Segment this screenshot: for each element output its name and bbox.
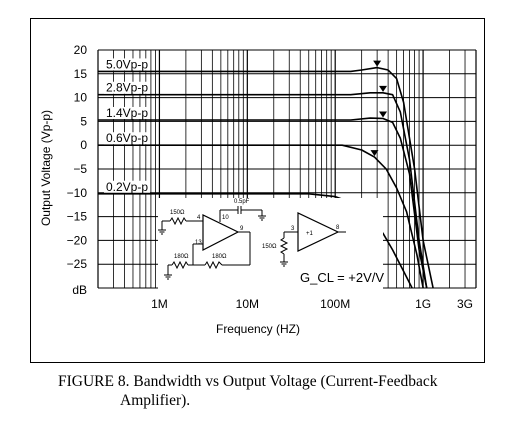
y-tick-label: −15 bbox=[67, 210, 88, 224]
chart: 20 15 10 5 0 −5 −10 −15 −20 −25 1M 10M 100M 1G 3G dB O… bbox=[39, 43, 477, 336]
x-tick-label: 1G bbox=[415, 297, 431, 311]
series-label: 5.0Vp-p bbox=[106, 57, 148, 71]
buffer-gain-label: +1 bbox=[306, 231, 314, 237]
pin10-label: 10 bbox=[222, 215, 229, 221]
series-label-bg bbox=[104, 81, 151, 94]
figure-caption: FIGURE 8. Bandwidth vs Output Voltage (C… bbox=[58, 372, 508, 410]
y-tick-label: 10 bbox=[74, 91, 88, 105]
series-marker bbox=[370, 150, 379, 157]
r-f-label: 180Ω bbox=[212, 254, 227, 260]
y-tick-label: 5 bbox=[80, 114, 87, 128]
x-tick-label: 3G bbox=[457, 297, 473, 311]
r-in-resistor bbox=[169, 216, 187, 226]
caption-line-1: FIGURE 8. Bandwidth vs Output Voltage (C… bbox=[58, 373, 438, 390]
x-tick-label: 10M bbox=[236, 297, 259, 311]
series-label-bg bbox=[104, 180, 151, 193]
gain-annotation: G_CL = +2V/V bbox=[300, 270, 384, 285]
grid bbox=[97, 49, 477, 289]
series-label: 0.2Vp-p bbox=[106, 180, 148, 194]
figure-frame bbox=[30, 18, 485, 363]
x-tick-label: 100M bbox=[320, 297, 350, 311]
series-line bbox=[98, 92, 428, 289]
series-marker bbox=[379, 111, 388, 118]
cap-label: 0.5pF bbox=[234, 199, 250, 205]
series-line bbox=[98, 66, 434, 289]
series-label: 2.8Vp-p bbox=[106, 81, 148, 95]
series-marker bbox=[373, 60, 382, 67]
opamp-triangle bbox=[202, 214, 240, 251]
tick-labels: 20 15 10 5 0 −5 −10 −15 −20 −25 1M 10M 100M 1G 3G bbox=[67, 43, 473, 311]
series-label-bg bbox=[104, 106, 151, 119]
x-axis-title: Frequency (HZ) bbox=[216, 322, 300, 336]
series-label: 1.4Vp-p bbox=[106, 106, 148, 120]
y-tick-label: −25 bbox=[67, 257, 88, 271]
series-label-bg bbox=[104, 58, 151, 71]
series-labels: 5.0Vp-p 2.8Vp-p 1.4Vp-p 0.6Vp-p 0.2Vp-p bbox=[104, 57, 151, 194]
series-line bbox=[98, 144, 424, 289]
y-unit-label: dB bbox=[72, 283, 87, 297]
r-in-label: 150Ω bbox=[170, 210, 185, 216]
r-buf-label: 150Ω bbox=[262, 244, 277, 250]
r-f-resistor bbox=[204, 260, 223, 270]
r-g-resistor bbox=[171, 260, 189, 270]
y-tick-label: −20 bbox=[67, 233, 88, 247]
pin4-label: 4 bbox=[197, 215, 201, 221]
caption-line-2: Amplifier). bbox=[120, 392, 191, 409]
r-g-label: 180Ω bbox=[174, 254, 189, 260]
y-tick-label: 0 bbox=[80, 138, 87, 152]
series-label: 0.6Vp-p bbox=[106, 131, 148, 145]
pin3-label: 3 bbox=[291, 226, 295, 232]
y-axis-title: Output Voltage (Vp-p) bbox=[39, 110, 53, 226]
pin9-label: 9 bbox=[240, 226, 244, 232]
pin8-label: 8 bbox=[336, 225, 340, 231]
x-tick-label: 1M bbox=[151, 297, 168, 311]
series-label-bg bbox=[104, 132, 151, 145]
series-marker bbox=[379, 85, 388, 92]
amplifier-schematic: 150Ω 4 10 13 9 0.5pF 180Ω 180Ω bbox=[158, 198, 383, 290]
y-tick-label: −10 bbox=[67, 186, 88, 200]
series-line bbox=[98, 117, 428, 289]
r-buf-resistor bbox=[279, 237, 289, 255]
y-tick-label: 20 bbox=[74, 43, 88, 57]
y-tick-label: 15 bbox=[74, 67, 88, 81]
y-tick-label: −5 bbox=[73, 162, 87, 176]
pin13-label: 13 bbox=[195, 240, 202, 246]
